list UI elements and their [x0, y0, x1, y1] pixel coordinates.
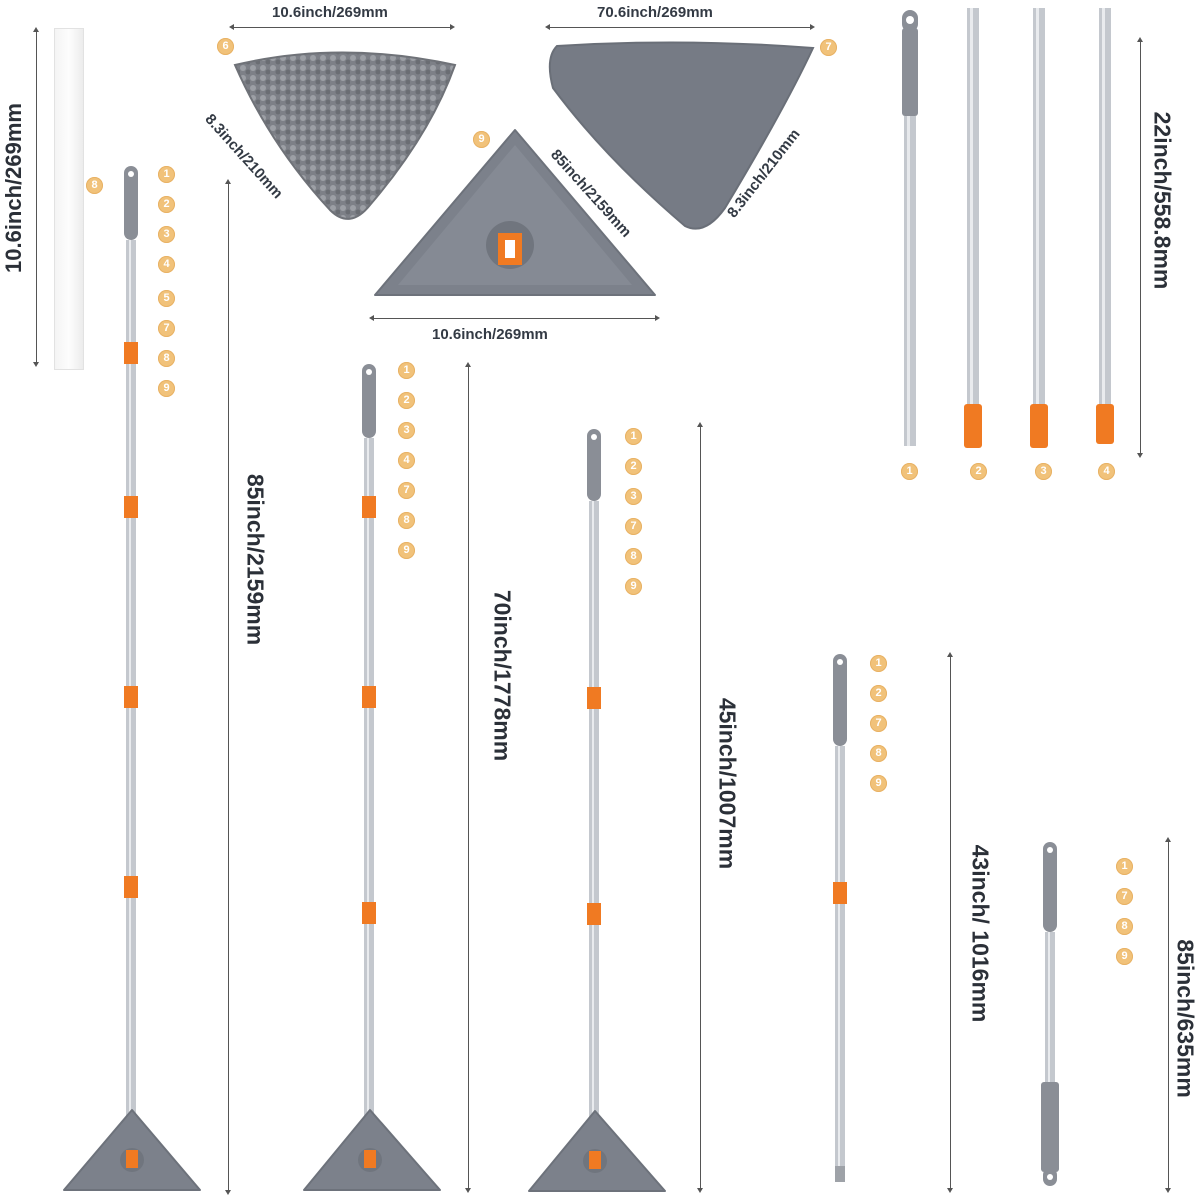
badge: 9 [1116, 948, 1133, 965]
mop-85-badges: 1 2 3 4 5 7 8 9 [158, 166, 175, 397]
chenille-width-label: 10.6inch/269mm [272, 4, 388, 21]
badge-chenille: 6 [217, 38, 234, 55]
badge: 3 [625, 488, 642, 505]
badge: 1 [398, 362, 415, 379]
pole-set [902, 8, 1114, 448]
chenille-width-line [229, 24, 455, 30]
base-width-label: 10.6inch/269mm [432, 326, 548, 343]
mop-45-badges: 1 2 3 7 8 9 [625, 428, 642, 595]
mop-70-badges: 1 2 3 4 7 8 9 [398, 362, 415, 559]
pole-short-dimension-line [1165, 837, 1171, 1193]
mop-85-dimension-line [225, 179, 231, 1195]
badge: 2 [398, 392, 415, 409]
mop-70-dimension-line [465, 362, 471, 1193]
pad-width-label: 70.6inch/269mm [597, 4, 713, 21]
badge: 8 [1116, 918, 1133, 935]
microfiber-pad [548, 41, 815, 230]
badge: 9 [398, 542, 415, 559]
badge: 1 [158, 166, 175, 183]
badge: 8 [158, 350, 175, 367]
badge: 7 [398, 482, 415, 499]
mop-45-dimension-label: 45inch/1007mm [714, 697, 741, 870]
badge: 9 [158, 380, 175, 397]
strip-dimension-line [33, 27, 39, 367]
badge-base: 9 [473, 131, 490, 148]
badge: 8 [870, 745, 887, 762]
badge: 7 [1116, 888, 1133, 905]
badge: 7 [870, 715, 887, 732]
badge: 2 [158, 196, 175, 213]
badge-pad: 7 [820, 39, 837, 56]
pole-43inch [833, 654, 847, 1182]
triangle-mop-base [374, 129, 656, 296]
scrubber-strip [54, 28, 84, 370]
strip-dimension-label: 10.6inch/269mm [1, 103, 26, 273]
badge: 9 [625, 578, 642, 595]
badge: 1 [625, 428, 642, 445]
pad-width-line [545, 24, 815, 30]
poles-dimension-label: 22inch/558.8mm [1149, 111, 1176, 290]
pole-short-dimension-label: 85inch/635mm [1172, 939, 1199, 1098]
badge: 4 [398, 452, 415, 469]
pole-43-dimension-label: 43inch/ 1016mm [967, 844, 994, 1023]
badge: 1 [870, 655, 887, 672]
mop-85inch [63, 166, 201, 1191]
mop-85-dimension-label: 85inch/2159mm [242, 473, 269, 646]
badge: 2 [625, 458, 642, 475]
badge-pole-2: 2 [970, 463, 987, 480]
badge: 3 [398, 422, 415, 439]
badge-pole-3: 3 [1035, 463, 1052, 480]
badge: 1 [1116, 858, 1133, 875]
pole-short [1041, 842, 1059, 1186]
badge: 4 [158, 256, 175, 273]
badge: 8 [625, 548, 642, 565]
poles-dimension-line [1137, 37, 1143, 458]
mop-45inch [528, 429, 666, 1192]
badge-strip: 8 [86, 177, 103, 194]
badge: 5 [158, 290, 175, 307]
badge: 9 [870, 775, 887, 792]
badge: 3 [158, 226, 175, 243]
mop-70inch [303, 364, 441, 1191]
badge-pole-4: 4 [1098, 463, 1115, 480]
pole-short-badges: 1 7 8 9 [1116, 858, 1133, 965]
badge: 7 [158, 320, 175, 337]
mop-45-dimension-line [697, 422, 703, 1193]
badge: 8 [398, 512, 415, 529]
badge: 2 [870, 685, 887, 702]
chenille-pad [233, 51, 457, 220]
base-width-line [369, 315, 660, 321]
pole-43-badges: 1 2 7 8 9 [870, 655, 887, 792]
badge: 7 [625, 518, 642, 535]
badge-pole-1: 1 [901, 463, 918, 480]
mop-70-dimension-label: 70inch/1778mm [489, 589, 516, 762]
pole-43-dimension-line [947, 652, 953, 1193]
